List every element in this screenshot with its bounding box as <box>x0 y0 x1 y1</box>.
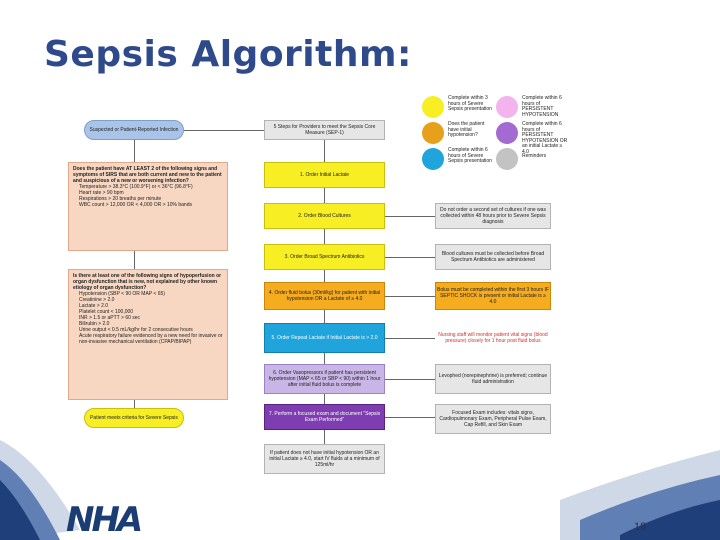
connector-step7-note <box>385 417 435 418</box>
note-focused-exam-label: Focused Exam includes: vitals signs, Car… <box>439 410 547 428</box>
final-fluids-label: If patient does not have initial hypoten… <box>269 450 380 468</box>
steps-header-label: 5 Steps for Providers to meet the Sepsis… <box>273 124 376 136</box>
note-nursing: Nursing staff will monitor patient vital… <box>435 323 551 353</box>
note-bolus: Bolus must be completed within the first… <box>435 282 551 310</box>
connector-q1-to-q2 <box>134 251 135 269</box>
connector-step4-note <box>385 296 435 297</box>
step-7-label: 7. Perform a focused exam and document "… <box>268 411 381 423</box>
step-5-label: 5. Order Repeat Lactate if Initial Lacta… <box>271 335 378 341</box>
step-2-label: 2. Order Blood Cultures <box>298 213 351 219</box>
connector-start-to-q1 <box>134 140 135 162</box>
sirs-item: WBC count > 12,000 OR < 4,000 OR > 10% b… <box>79 202 192 208</box>
organ-item: Acute respiratory failure evidenced by a… <box>79 333 223 345</box>
step-5-repeat-lactate: 5. Order Repeat Lactate if Initial Lacta… <box>264 323 385 353</box>
connector-step2-note <box>385 216 435 217</box>
legend-label: Reminders <box>522 153 547 159</box>
organ-item: Platelet count < 100,000 <box>79 309 134 315</box>
legend-dot-yellow <box>422 96 444 118</box>
step-6-label: 6. Order Vasopressors if patient has per… <box>268 370 381 388</box>
final-fluids-note: If patient does not have initial hypoten… <box>264 444 385 474</box>
note-cultures-label: Do not order a second set of cultures if… <box>440 207 546 225</box>
sirs-item: Heart rate > 90 bpm <box>79 190 124 196</box>
connector-step5-note <box>385 338 435 339</box>
legend-label: Complete within 3 hours of Severe Sepsis… <box>448 95 492 113</box>
sirs-item: Respirations > 20 breaths per minute <box>79 196 162 202</box>
organ-item: INR > 1.5 or aPTT > 60 sec <box>79 315 141 321</box>
slide-title: Sepsis Algorithm: <box>44 34 412 75</box>
step-7-focused-exam: 7. Perform a focused exam and document "… <box>264 404 385 430</box>
note-levophed-label: Levophed (norepinephrine) is preferred; … <box>438 373 548 385</box>
organ-item: Creatinine > 2.0 <box>79 297 115 303</box>
nha-logo: NHA <box>66 500 143 540</box>
legend-label: Complete within 6 hours of PERSISTENT HY… <box>522 95 562 118</box>
organ-item: Hypotension (SBP < 90 OR MAP < 65) <box>79 291 165 297</box>
legend-dot-pink <box>496 96 518 118</box>
step-3-antibiotics: 3. Order Broad Spectrum Antibiotics <box>264 244 385 270</box>
step-4-fluid-bolus: 4. Order fluid bolus (30ml/kg) for patie… <box>264 282 385 310</box>
step-3-label: 3. Order Broad Spectrum Antibiotics <box>284 254 365 260</box>
step-2-cultures: 2. Order Blood Cultures <box>264 203 385 229</box>
step-1-lactate: 1. Order Initial Lactate <box>264 162 385 188</box>
severe-sepsis-label: Patient meets criteria for Severe Sepsis <box>90 415 178 421</box>
legend-label: Complete within 6 hours of PERSISTENT HY… <box>522 121 568 155</box>
decorative-wave-left <box>0 440 80 540</box>
page-number: 18 <box>634 521 647 533</box>
start-node-label: Suspected or Patient-Reported Infection <box>89 127 179 133</box>
sirs-item: Temperature > 38.3°C (100.9°F) or < 36°C… <box>79 184 193 190</box>
legend-dot-purple <box>496 122 518 144</box>
legend-dot-blue <box>422 148 444 170</box>
note-cultures: Do not order a second set of cultures if… <box>435 203 551 229</box>
connector-step6-note <box>385 379 435 380</box>
note-antibiotics: Blood cultures must be collected before … <box>435 244 551 270</box>
sepsis-flowchart: Suspected or Patient-Reported Infection … <box>62 92 682 484</box>
steps-header: 5 Steps for Providers to meet the Sepsis… <box>264 120 385 140</box>
organ-item: Bilirubin > 2.0 <box>79 321 110 327</box>
legend-dot-orange <box>422 122 444 144</box>
note-nursing-label: Nursing staff will monitor patient vital… <box>438 332 548 344</box>
organ-item: Urine output < 0.5 mL/kg/hr for 2 consec… <box>79 327 193 333</box>
decorative-wave-right <box>560 450 720 540</box>
note-focused-exam: Focused Exam includes: vitals signs, Car… <box>435 404 551 434</box>
note-antibiotics-label: Blood cultures must be collected before … <box>441 251 545 263</box>
note-bolus-label: Bolus must be completed within the first… <box>437 287 549 305</box>
legend-dot-gray <box>496 148 518 170</box>
organ-item: Lactate > 2.0 <box>79 303 109 309</box>
connector-start-to-header <box>184 130 264 131</box>
organ-dysfunction-box: Is there at least one of the following s… <box>68 269 228 400</box>
start-node: Suspected or Patient-Reported Infection <box>84 120 184 140</box>
step-1-label: 1. Order Initial Lactate <box>299 172 350 178</box>
step-4-label: 4. Order fluid bolus (30ml/kg) for patie… <box>268 290 381 302</box>
sirs-question: Does the patient have AT LEAST 2 of the … <box>73 166 222 184</box>
organ-dysfunction-question: Is there at least one of the following s… <box>73 273 222 291</box>
step-6-vasopressors: 6. Order Vasopressors if patient has per… <box>264 364 385 394</box>
legend-label: Does the patient have initial hypotensio… <box>448 121 485 139</box>
connector-step3-note <box>385 257 435 258</box>
sirs-criteria-box: Does the patient have AT LEAST 2 of the … <box>68 162 228 251</box>
note-levophed: Levophed (norepinephrine) is preferred; … <box>435 364 551 394</box>
legend-label: Complete within 6 hours of Severe Sepsis… <box>448 147 492 165</box>
severe-sepsis-node: Patient meets criteria for Severe Sepsis <box>84 408 184 428</box>
